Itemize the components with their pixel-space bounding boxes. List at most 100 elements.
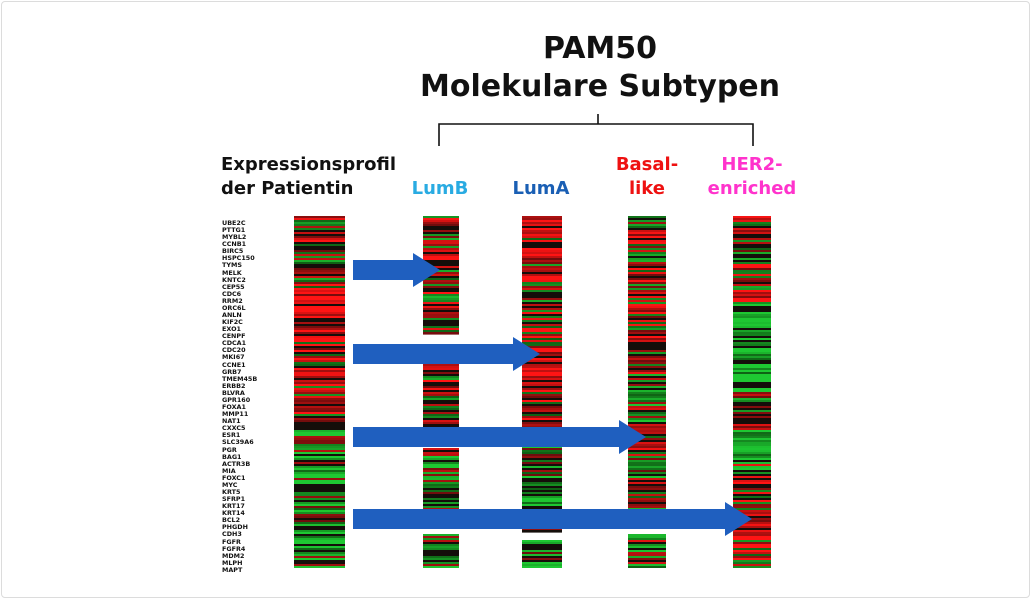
heatmap-cell (294, 276, 345, 279)
heatmap-cell (294, 522, 345, 525)
heatmap-cell (522, 254, 562, 257)
heatmap-cell (294, 502, 345, 505)
heatmap-cell (733, 440, 771, 443)
heatmap-cell (522, 466, 562, 469)
heatmap-cell (733, 264, 771, 267)
heatmap-cell (423, 560, 459, 563)
heatmap-cell (733, 476, 771, 479)
heatmap-cell (522, 392, 562, 395)
heatmap-cell (733, 342, 771, 345)
heatmap-cell (522, 554, 562, 557)
heatmap-cell (423, 488, 459, 491)
heatmap-cell (522, 562, 562, 565)
heatmap-cell (294, 482, 345, 485)
heatmap-cell (423, 558, 459, 561)
heatmap-cell (522, 292, 562, 295)
heatmap-cell (423, 544, 459, 547)
heatmap-cell (733, 308, 771, 311)
heatmap-cell (733, 556, 771, 559)
heatmap-cell (423, 506, 459, 509)
heatmap-cell (628, 408, 666, 411)
heatmap-cell (733, 358, 771, 361)
heatmap-cell (294, 458, 345, 461)
heatmap-cell (294, 326, 345, 329)
heatmap-cell (733, 428, 771, 431)
heatmap-cell (423, 256, 459, 259)
heatmap-cell (294, 306, 345, 309)
gene-label: BAG1 (222, 452, 242, 461)
heatmap-cell (423, 536, 459, 539)
heatmap-cell (294, 500, 345, 503)
gene-label: CDC20 (222, 346, 246, 355)
subtype-label-her2: HER2- enriched (697, 153, 807, 201)
gene-label: HSPC150 (222, 254, 255, 263)
heatmap-cell (294, 560, 345, 563)
heatmap-cell (628, 294, 666, 297)
heatmap-cell (294, 288, 345, 291)
heatmap-cell (628, 420, 666, 423)
heatmap-cell (294, 440, 345, 443)
heatmap-cell (294, 460, 345, 463)
heatmap-cell (733, 502, 771, 505)
heatmap-cell (628, 410, 666, 413)
heatmap-cell (522, 404, 562, 407)
heatmap-cell (423, 404, 459, 407)
heatmap-cell (733, 326, 771, 329)
gene-label: PHGDH (222, 523, 248, 532)
heatmap-cell (628, 358, 666, 361)
heatmap-cell (294, 366, 345, 369)
heatmap-cell (733, 478, 771, 481)
heatmap-cell (423, 218, 459, 221)
gene-label: SLC39A6 (222, 438, 254, 447)
heatmap-cell (733, 260, 771, 263)
heatmap-cell (294, 350, 345, 353)
heatmap-cell (733, 354, 771, 357)
heatmap-cell (294, 370, 345, 373)
heatmap-cell (628, 504, 666, 507)
heatmap-cell (423, 408, 459, 411)
heatmap-cell (628, 478, 666, 481)
heatmap-cell (294, 252, 345, 255)
heatmap-cell (628, 502, 666, 505)
heatmap-cell (522, 276, 562, 279)
heatmap-cell (294, 398, 345, 401)
heatmap-cell (733, 472, 771, 475)
heatmap-cell (423, 552, 459, 555)
heatmap-cell (522, 492, 562, 495)
heatmap-cell (294, 540, 345, 543)
heatmap-cell (733, 350, 771, 353)
heatmap-cell (294, 348, 345, 351)
heatmap-cell (423, 464, 459, 467)
heatmap-cell (294, 472, 345, 475)
heatmap-cell (733, 382, 771, 385)
heatmap-cell (423, 264, 459, 267)
heatmap-cell (628, 378, 666, 381)
gene-label: FGFR4 (222, 544, 246, 553)
heatmap-cell (733, 288, 771, 291)
heatmap-cell (423, 276, 459, 279)
heatmap-cell (733, 224, 771, 227)
heatmap-cell (628, 564, 666, 567)
heatmap-cell (522, 280, 562, 283)
heatmap-cell (423, 226, 459, 229)
heatmap-cell (628, 312, 666, 315)
heatmap-cell (733, 390, 771, 393)
heatmap-cell (733, 522, 771, 525)
heatmap-cell (628, 230, 666, 233)
heatmap-cell (423, 370, 459, 373)
heatmap-cell (294, 390, 345, 393)
heatmap-cell (628, 342, 666, 345)
heatmap-cell (423, 300, 459, 303)
heatmap-cell (733, 246, 771, 249)
heatmap-cell (628, 298, 666, 301)
heatmap-cell (522, 340, 562, 343)
heatmap-cell (733, 546, 771, 549)
heatmap-cell (294, 296, 345, 299)
heatmap-cell (733, 492, 771, 495)
heatmap-cell (628, 432, 666, 435)
heatmap-cell (423, 486, 459, 489)
heatmap-cell (522, 354, 562, 357)
heatmap-cell (522, 550, 562, 553)
heatmap-cell (733, 486, 771, 489)
heatmap-cell (294, 338, 345, 341)
